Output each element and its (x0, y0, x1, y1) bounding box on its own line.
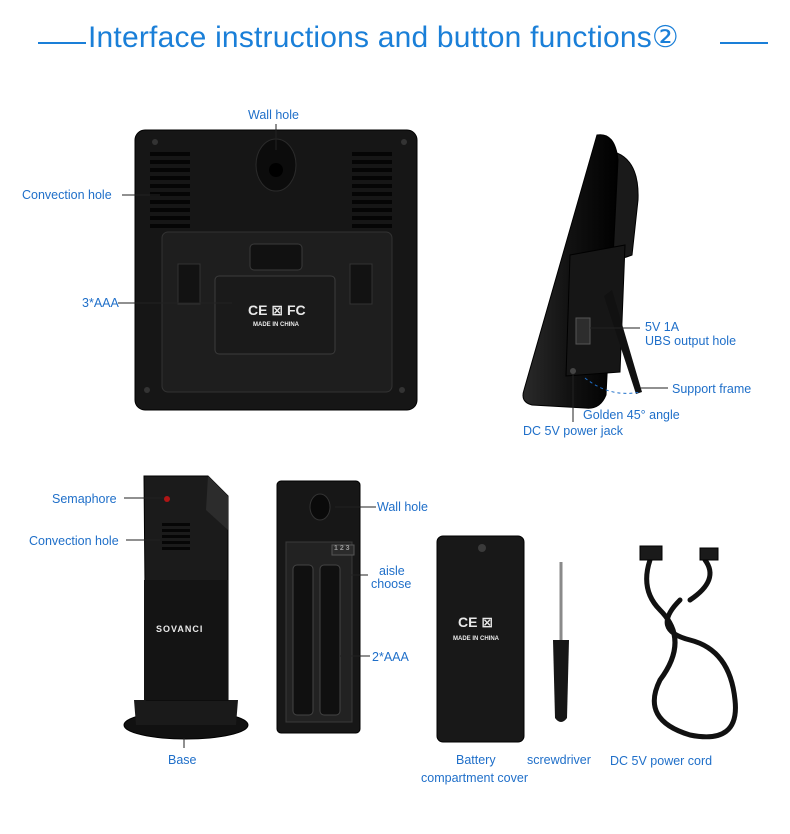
sensor-front (123, 475, 249, 748)
main-back-made-in: MADE IN CHINA (253, 322, 299, 328)
label-wall-hole-sensor: Wall hole (377, 500, 428, 514)
main-unit-back (134, 129, 418, 411)
page-title: Interface instructions and button functi… (88, 21, 680, 54)
sensor-switch-text: 1 2 3 (334, 545, 350, 552)
label-screwdriver: screwdriver (527, 753, 591, 767)
main-back-cert-mark: CE ⊠ FC (248, 302, 306, 318)
main-unit-side (522, 134, 668, 422)
battery-cover (436, 535, 525, 743)
label-dc-jack: DC 5V power jack (523, 424, 624, 438)
label-aisle-line1: aisle (379, 564, 405, 578)
battery-2 (319, 564, 341, 716)
battery-door (214, 275, 336, 355)
channel-switch (331, 544, 355, 556)
label-usb-line2: UBS output hole (645, 334, 737, 348)
sensor-back (276, 480, 376, 734)
label-battery-cover-line2: compartment cover (421, 771, 528, 785)
header: Interface instructions and button functi… (0, 18, 790, 64)
label-convection-hole-main: Convection hole (22, 188, 112, 202)
sensor-vent (162, 523, 190, 550)
sensor-brand: SOVANCI (156, 624, 204, 634)
title-right-rule (720, 42, 768, 44)
title-left-rule (38, 42, 86, 44)
label-golden-angle: Golden 45° angle (583, 408, 680, 422)
dc-jack (570, 368, 576, 374)
battery-1 (292, 564, 314, 716)
screwdriver (553, 562, 569, 722)
sensor-wall-hole-icon (309, 493, 331, 521)
label-power-cord: DC 5V power cord (610, 754, 713, 768)
cover-cert-mark: CE ⊠ (458, 614, 494, 630)
label-aisle-line2: choose (371, 577, 412, 591)
convection-vent-right (352, 152, 392, 228)
label-usb-line1: 5V 1A (645, 320, 680, 334)
power-cord (639, 545, 738, 740)
cover-made-in: MADE IN CHINA (453, 636, 499, 642)
label-base: Base (168, 753, 197, 767)
label-semaphore: Semaphore (52, 492, 117, 506)
semaphore-led (164, 496, 170, 502)
label-battery-sensor: 2*AAA (372, 650, 409, 664)
label-wall-hole-main: Wall hole (248, 108, 299, 122)
convection-vent-left (150, 152, 190, 228)
label-support-frame: Support frame (672, 382, 752, 396)
label-convection-hole-sensor: Convection hole (29, 534, 119, 548)
label-battery-main: 3*AAA (82, 296, 119, 310)
label-battery-cover-line1: Battery (456, 753, 496, 767)
usb-port (575, 317, 591, 345)
